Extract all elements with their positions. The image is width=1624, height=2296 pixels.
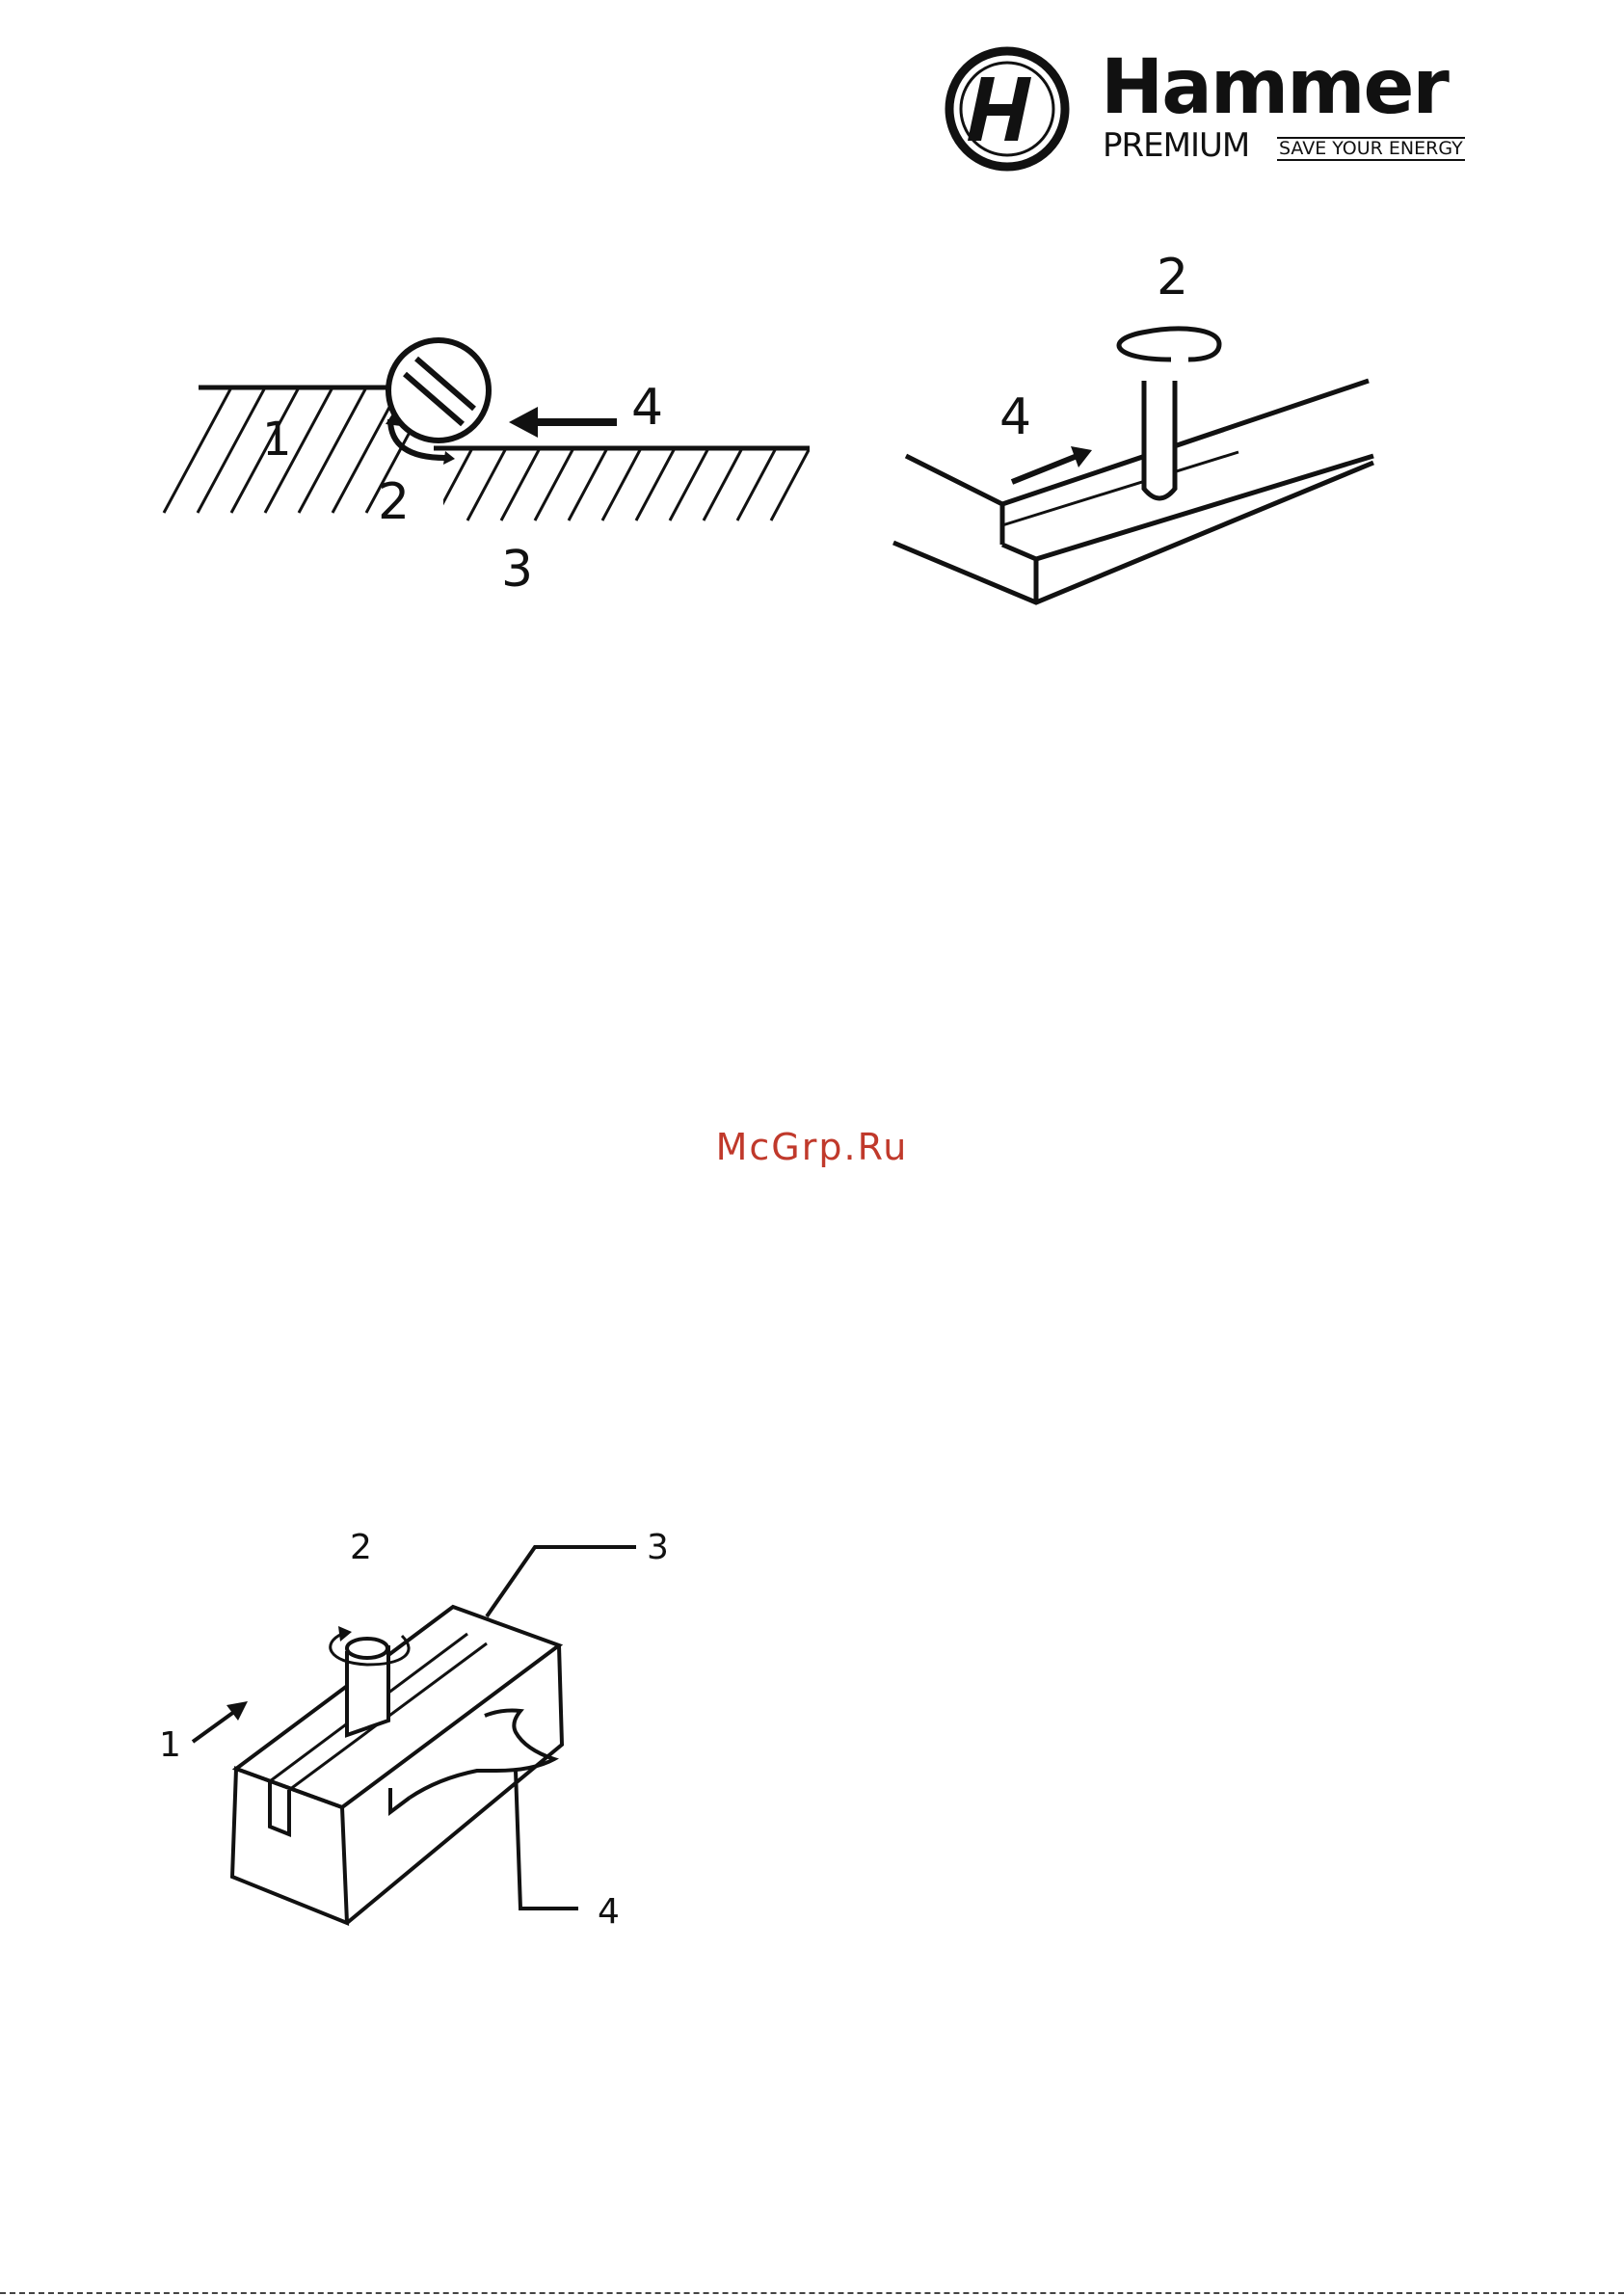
logo-tagline: SAVE YOUR ENERGY [1277, 137, 1465, 161]
fig1-label-1: 1 [262, 413, 292, 467]
router-bit-icon [1144, 381, 1175, 498]
rotation-arrow-icon [1119, 329, 1219, 360]
watermark-text: McGrp.Ru [0, 1126, 1624, 1168]
page-bottom-rule [0, 2292, 1624, 2294]
feed-arrow-icon [1012, 455, 1079, 482]
fig1-label-2: 2 [378, 473, 410, 531]
fig3-label-4: 4 [598, 1892, 620, 1932]
router-bit-icon [388, 340, 489, 441]
figure-2-edge-diagram: 2 4 [882, 236, 1422, 622]
hammer-emblem-icon [945, 46, 1070, 172]
feed-arrow-icon [193, 1709, 238, 1742]
fig1-label-4: 4 [631, 379, 663, 437]
fig2-label-4: 4 [999, 388, 1031, 446]
figure-1-profile-diagram: 1 2 3 4 [145, 328, 839, 617]
logo-brand-text: Hammer [1101, 50, 1448, 125]
fig3-label-2: 2 [350, 1528, 372, 1567]
figure-3-slot-diagram: 2 3 1 4 [149, 1518, 689, 1942]
fig1-label-3: 3 [501, 541, 533, 599]
brand-logo: Hammer PREMIUM SAVE YOUR ENERGY [945, 46, 1465, 172]
fig3-label-3: 3 [647, 1528, 669, 1567]
logo-sub-text: PREMIUM [1103, 129, 1249, 162]
fig2-label-2: 2 [1157, 249, 1188, 307]
fig3-label-1: 1 [159, 1725, 181, 1765]
